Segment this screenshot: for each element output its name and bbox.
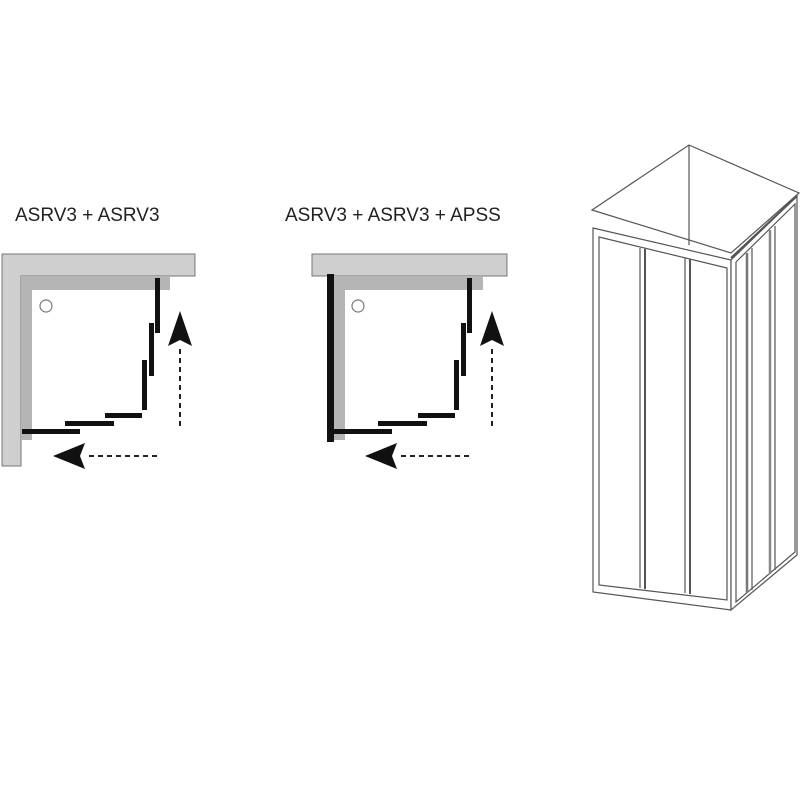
config-b-label: ASRV3 + ASRV3 + APSS (285, 205, 501, 226)
drain-icon (39, 299, 53, 313)
wall (311, 253, 508, 277)
arrow-up-icon (168, 311, 192, 426)
sliding-panels (327, 274, 472, 442)
config-a-label: ASRV3 + ASRV3 (15, 205, 160, 226)
arrow-up-icon (480, 311, 504, 426)
config-a-plan (1, 253, 196, 469)
config-b-plan (311, 253, 508, 469)
arrow-left-icon (53, 443, 157, 469)
drain-icon (351, 299, 365, 313)
sliding-panels (22, 278, 160, 434)
arrow-left-icon (365, 443, 469, 469)
enclosure-3d-view (590, 144, 800, 612)
